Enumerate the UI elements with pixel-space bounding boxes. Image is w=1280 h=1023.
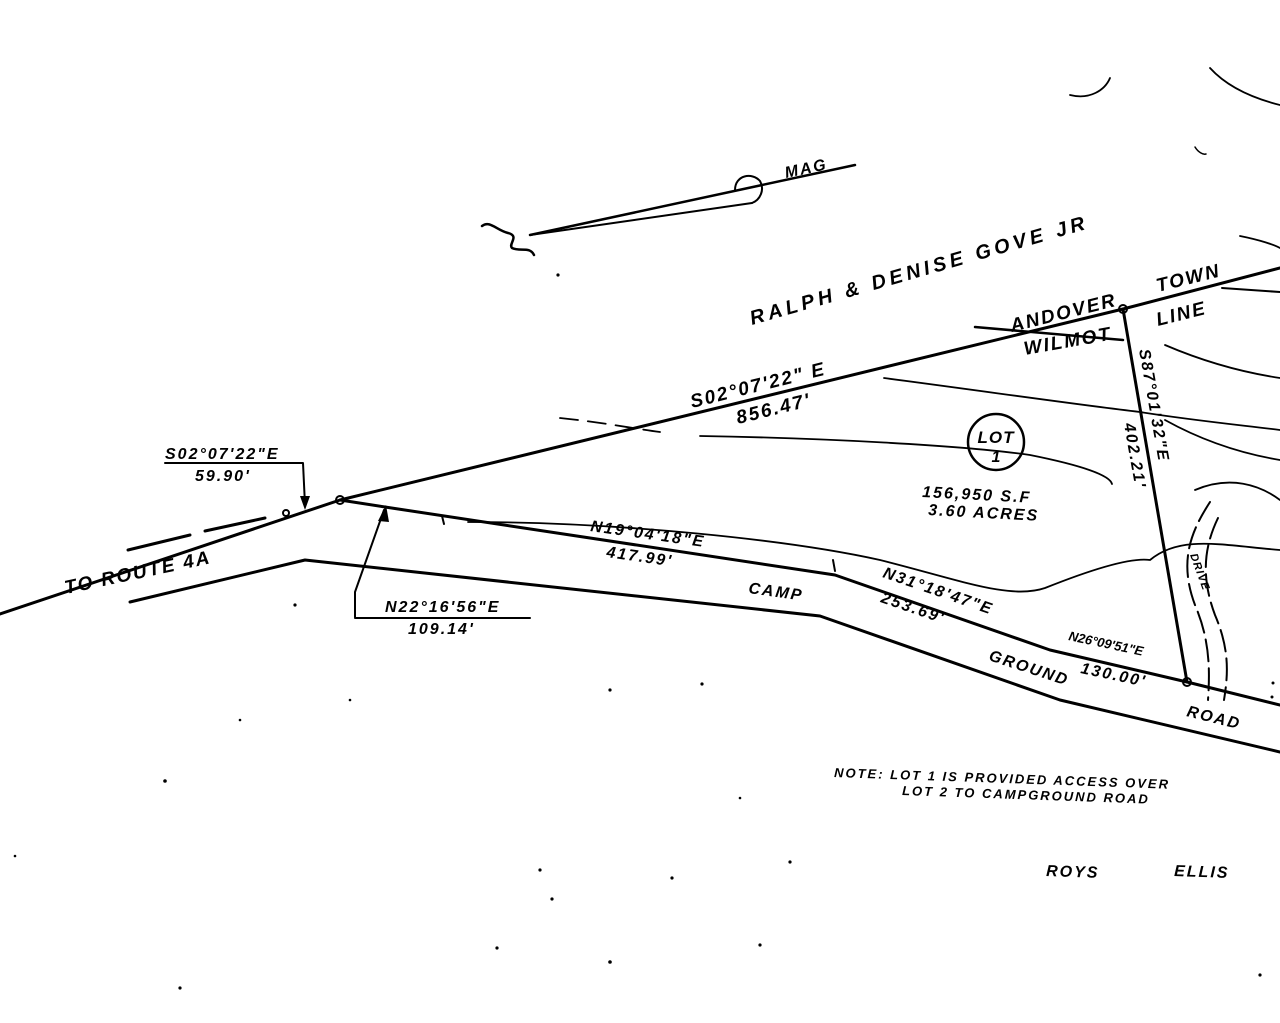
- scan-specks: [13, 273, 1275, 990]
- distance-west-segment: 59.90': [195, 468, 251, 485]
- north-boundary-line: [0, 266, 1280, 616]
- leader-arrowhead: [378, 505, 389, 522]
- lot-number: 1: [992, 449, 1001, 466]
- corner-monument: [1118, 304, 1128, 314]
- route-dash: [126, 533, 192, 552]
- corner-monument: [335, 495, 345, 505]
- east-lot-line: [1121, 307, 1189, 684]
- bearing-west-segment: S02°07'22"E: [165, 446, 280, 463]
- road-label-ground: GROUND: [987, 648, 1071, 690]
- drive-label: DRIVE: [1187, 552, 1211, 592]
- route-dash: [203, 516, 267, 533]
- abutter-name-roys: ROYS: [1046, 863, 1100, 882]
- magnetic-north-label: MAG: [783, 156, 829, 182]
- distance-frontage-1: 109.14': [408, 621, 475, 638]
- contour-lines: [467, 67, 1280, 593]
- north-arrow: [480, 163, 857, 257]
- corner-monument: [1182, 677, 1192, 687]
- leader-line: [164, 462, 306, 506]
- town-line: [973, 325, 1125, 342]
- abutter-line: [1221, 287, 1280, 293]
- leader-arrowhead: [300, 496, 310, 510]
- road-label-camp: CAMP: [747, 580, 804, 605]
- leader-line: [354, 509, 385, 618]
- lot-area-sf: 156,950 S.F: [922, 484, 1032, 507]
- lot-number-circle: [966, 412, 1026, 472]
- lot-number-label: LOT: [978, 428, 1016, 447]
- road-south-edge: [128, 558, 1280, 754]
- town-word-line: LINE: [1154, 298, 1209, 331]
- lot-area-acres: 3.60 ACRES: [928, 502, 1040, 525]
- abutter-name-ellis: ELLIS: [1174, 863, 1230, 882]
- tick-mark: [832, 559, 836, 572]
- point-marker: [282, 509, 290, 517]
- bearing-frontage-4: N26°09'51"E: [1067, 628, 1145, 659]
- road-north-edge: [338, 498, 1280, 707]
- tick-mark: [441, 515, 445, 525]
- driveway: [1186, 501, 1228, 701]
- route-label: TO ROUTE 4A: [63, 547, 213, 599]
- road-label-road: ROAD: [1185, 703, 1243, 733]
- bearing-frontage-1: N22°16'56"E: [385, 599, 500, 616]
